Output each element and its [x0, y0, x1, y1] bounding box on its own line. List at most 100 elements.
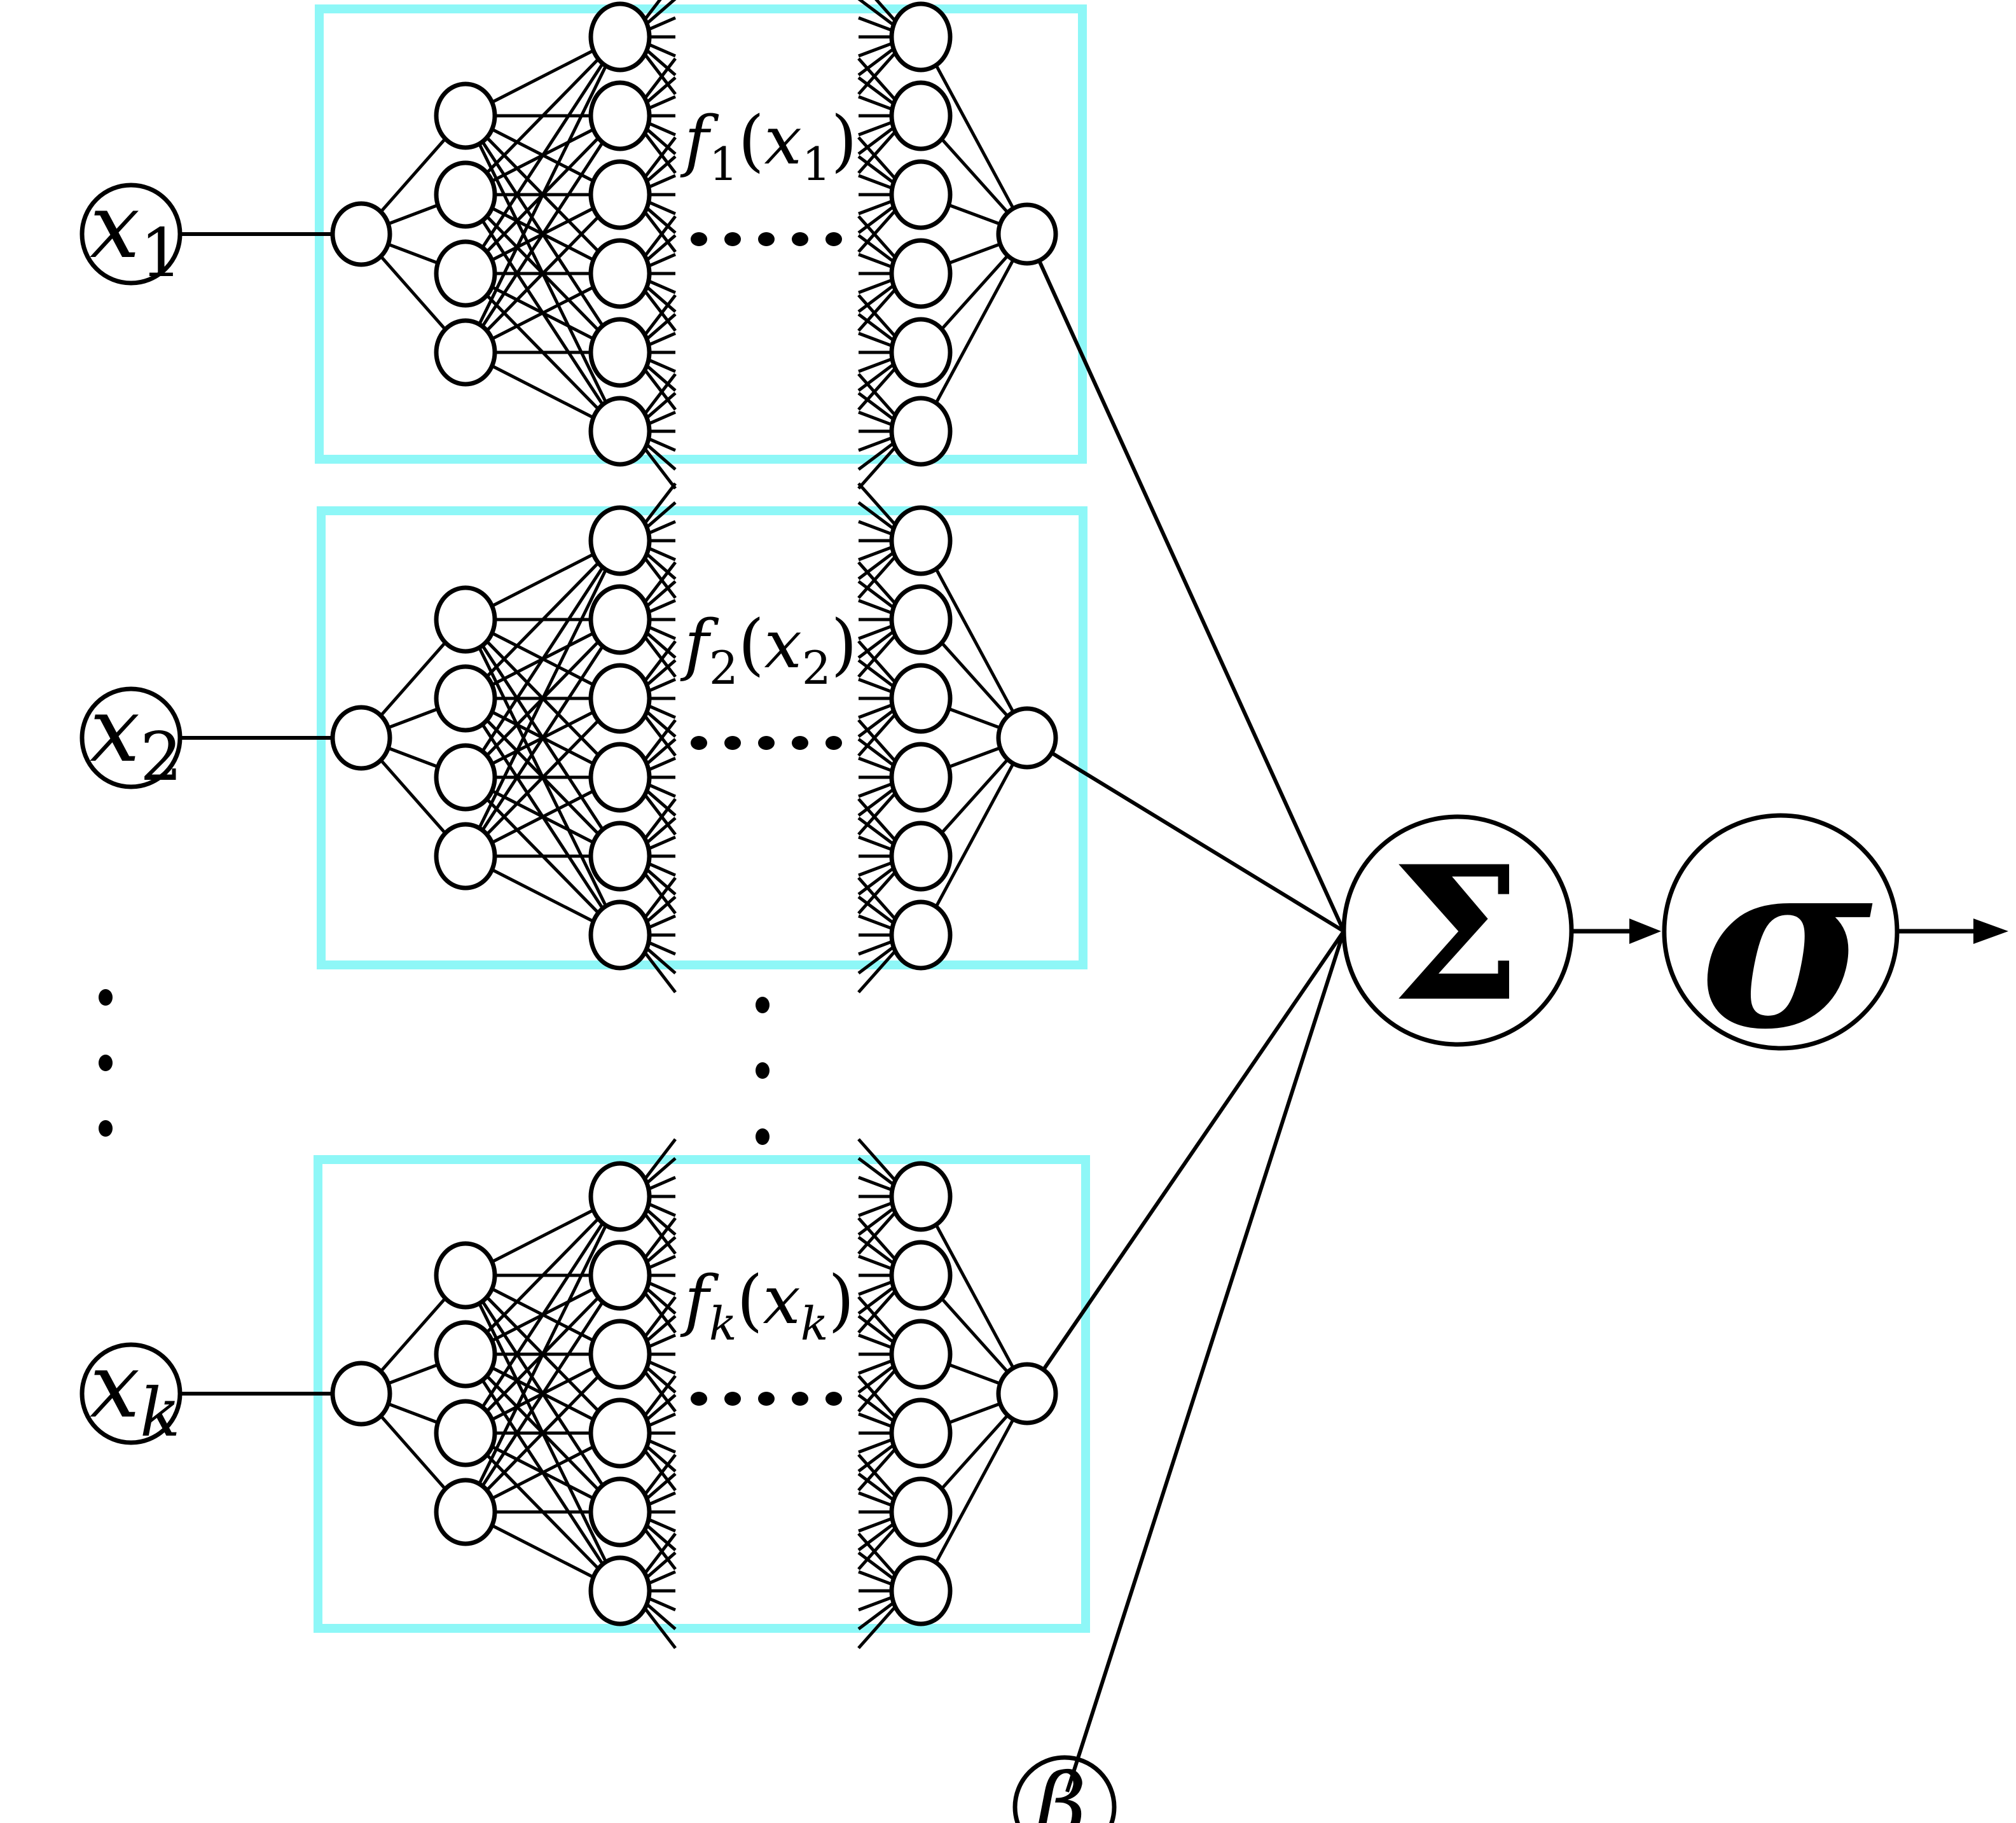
- input-feature-node: [79, 183, 183, 286]
- hidden-node-l3: [588, 317, 652, 388]
- hidden-node-right: [889, 505, 953, 576]
- subnet-output-node: [996, 706, 1058, 770]
- hidden-node-l2: [434, 1320, 497, 1389]
- edge-l2-l3: [464, 1195, 622, 1434]
- edge-l2-l3: [464, 618, 622, 857]
- arrow-layer: [1571, 918, 2008, 944]
- edge-l2-l3: [464, 539, 622, 779]
- hidden-node-l2: [434, 1478, 497, 1546]
- hidden-layers-ellipsis-dot: [724, 736, 741, 750]
- hidden-node-l3: [588, 1555, 652, 1626]
- edge-r-out: [919, 1392, 1029, 1592]
- input-feature-label: x2: [90, 679, 183, 796]
- hidden-node-l2: [434, 1241, 497, 1310]
- edge-r-out: [919, 36, 1029, 235]
- hidden-node-l3: [588, 505, 652, 576]
- hidden-layers-ellipsis-dot: [825, 232, 842, 246]
- edge-l2-l3: [464, 193, 621, 354]
- hidden-node-l3: [588, 663, 652, 734]
- input-feature-label: x1: [90, 175, 183, 292]
- subnet-output-node: [996, 1362, 1058, 1425]
- hidden-layers-ellipsis-dot: [825, 736, 842, 750]
- feature-net-label: f1(x1): [680, 102, 857, 191]
- hidden-layers-ellipsis-dot: [758, 736, 775, 750]
- hidden-node-l2: [434, 743, 497, 812]
- hidden-layers-ellipsis-dot: [792, 736, 808, 750]
- hidden-layers-ellipsis-dot: [724, 232, 741, 246]
- edge-l2-l3: [464, 1353, 621, 1513]
- hidden-node-l3: [588, 1161, 652, 1232]
- hidden-node-right: [889, 317, 953, 388]
- hidden-node-l2: [434, 585, 497, 654]
- hidden-node-l3: [588, 899, 652, 971]
- hidden-node-l2: [434, 822, 497, 891]
- edge-l2-l3: [464, 114, 622, 354]
- hidden-node-l3: [588, 80, 652, 151]
- vertical-ellipsis-dot: [99, 1120, 113, 1137]
- edge-r-out: [919, 1195, 1029, 1395]
- subnet-input-node: [330, 705, 392, 771]
- hidden-node-right: [889, 1, 953, 73]
- edge-r-out: [919, 539, 1029, 739]
- vertical-ellipsis-dot: [756, 1128, 770, 1145]
- edge-r-out: [919, 737, 1029, 936]
- hidden-node-right: [889, 80, 953, 151]
- node-layer: [79, 1, 1058, 1626]
- beta-group: β: [1012, 931, 1346, 1823]
- arrowhead: [1629, 918, 1661, 944]
- hidden-layers-ellipsis-dot: [825, 1392, 842, 1406]
- edge-out-sum: [1026, 736, 1345, 933]
- feature-net-label: fk(xk): [680, 1261, 854, 1350]
- vertical-ellipsis-dot: [99, 989, 113, 1006]
- edge-l2-l3: [464, 36, 621, 196]
- hidden-node-right: [889, 238, 953, 309]
- feature-net-label: f2(x2): [680, 606, 857, 695]
- edge-out-sum: [1025, 233, 1346, 932]
- hidden-layers-ellipsis-dot: [724, 1392, 741, 1406]
- edge-beta-sum: [1065, 931, 1346, 1792]
- hidden-node-right: [889, 159, 953, 230]
- hidden-node-right: [889, 663, 953, 734]
- hidden-node-l2: [434, 160, 497, 229]
- hidden-node-right: [889, 396, 953, 467]
- hidden-layers-ellipsis-dot: [758, 1392, 775, 1406]
- beta-symbol: β: [1032, 1755, 1087, 1823]
- hidden-node-l3: [588, 1240, 652, 1311]
- subnet-output-node: [996, 202, 1058, 266]
- hidden-layers-ellipsis-dot: [792, 1392, 808, 1406]
- sigma-symbol: σ: [1699, 805, 1876, 1081]
- hidden-node-l2: [434, 81, 497, 150]
- hidden-node-right: [889, 584, 953, 655]
- edge-l2-l3: [464, 697, 621, 857]
- edge-l2-l3: [464, 1195, 622, 1513]
- hidden-layers-ellipsis-dot: [691, 1392, 707, 1406]
- hidden-node-right: [889, 1240, 953, 1311]
- beta-node-circle: [1012, 1755, 1117, 1823]
- arrowhead: [1973, 918, 2008, 944]
- edge-l2-l3: [464, 36, 622, 275]
- hidden-node-right: [889, 1397, 953, 1469]
- subnet-input-node: [330, 201, 392, 267]
- edge-l2-l3: [464, 539, 621, 700]
- hidden-node-l2: [434, 1399, 497, 1467]
- hidden-node-right: [889, 821, 953, 892]
- hidden-node-l2: [434, 239, 497, 308]
- hidden-node-right: [889, 1161, 953, 1232]
- hidden-node-l3: [588, 1476, 652, 1548]
- hidden-node-l3: [588, 742, 652, 813]
- hidden-node-right: [889, 1476, 953, 1548]
- vertical-ellipsis-dot: [756, 997, 770, 1013]
- vertical-ellipsis-dot: [99, 1055, 113, 1071]
- sum-symbol: Σ: [1391, 826, 1521, 1043]
- subnet-boxes: [314, 4, 1090, 1633]
- hidden-node-l3: [588, 396, 652, 467]
- hidden-node-l3: [588, 584, 652, 655]
- hidden-layers-ellipsis-dot: [691, 232, 707, 246]
- edge-l2-l3: [464, 1274, 622, 1513]
- hidden-node-l2: [434, 318, 497, 387]
- hidden-node-l2: [434, 664, 497, 733]
- hidden-node-l3: [588, 1397, 652, 1469]
- hidden-node-l3: [588, 238, 652, 309]
- edge-l2-l3: [464, 539, 622, 857]
